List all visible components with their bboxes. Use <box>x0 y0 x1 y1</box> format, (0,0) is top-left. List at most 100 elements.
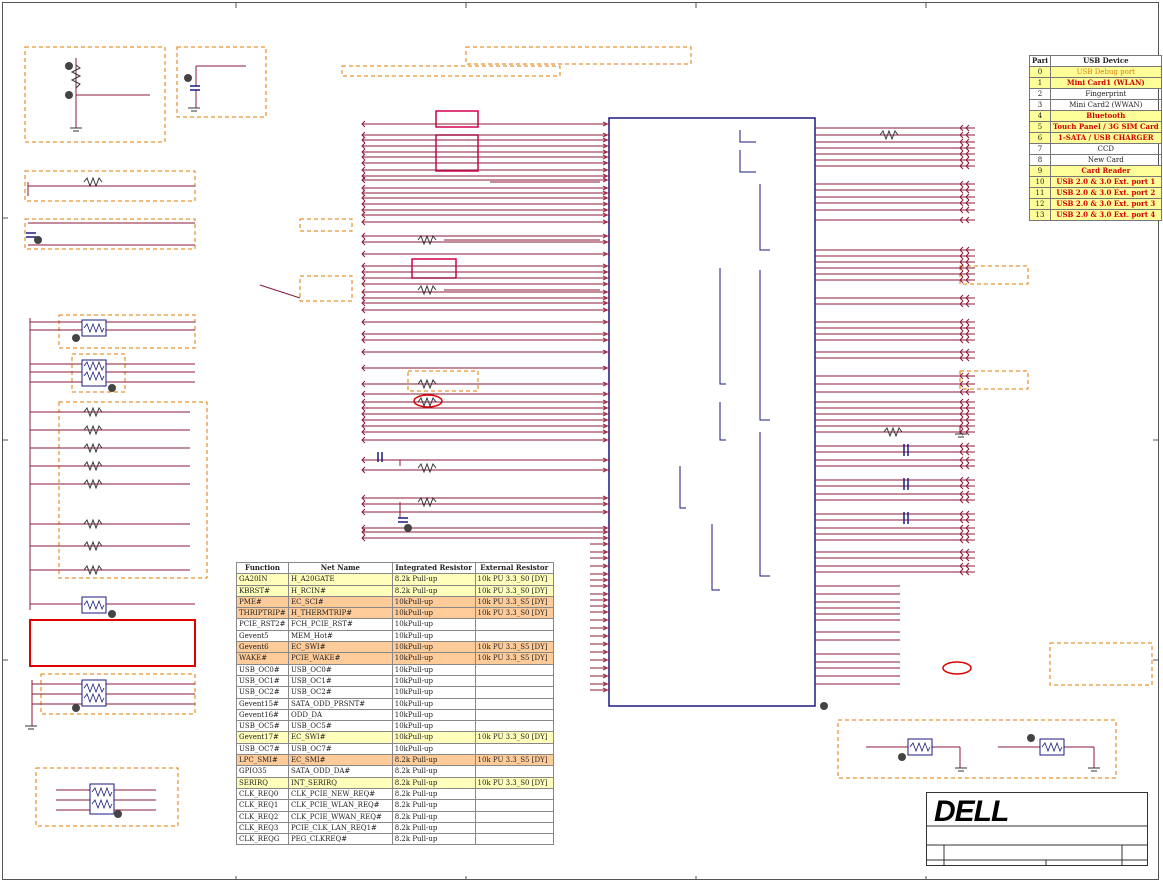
gpio-function: USB_OC1# <box>236 674 289 688</box>
gpio-net-name: H_RCIN# <box>287 584 393 597</box>
gpio-net-name: PCIE_CLK_LAN_REQ1# <box>287 821 393 835</box>
gpio-header-net: Net Name <box>287 561 393 575</box>
usb-device-name: USB Debug port <box>1049 66 1162 78</box>
gpio-net-name: USB_OC2# <box>287 686 393 699</box>
usb-port-number: 8 <box>1029 154 1051 166</box>
gpio-net-name: USB_OC5# <box>287 720 393 733</box>
gpio-function: Gevent16# <box>236 708 289 722</box>
chip-body <box>608 117 816 707</box>
gpio-net-name: SATA_ODD_PRSNT# <box>287 697 393 710</box>
gpio-net-name: EC_SCI# <box>287 595 393 609</box>
gpio-integrated-resistor: 10kPull-up <box>391 674 476 688</box>
gpio-function: KBRST# <box>236 584 289 597</box>
gpio-table-row: USB_OC1#USB_OC1#10kPull-up <box>236 674 555 688</box>
gpio-function: Gevent17# <box>236 731 289 744</box>
usb-device-name: Bluetooth <box>1049 110 1162 122</box>
gpio-net-name: FCH_PCIE_RST# <box>287 618 393 631</box>
title-block <box>926 792 1148 866</box>
ground-symbols <box>25 107 1100 772</box>
gpio-external-resistor <box>474 674 555 688</box>
gpio-header-integrated: Integrated Resistor <box>391 561 476 575</box>
usb-port-number: 2 <box>1029 88 1051 100</box>
gpio-net-name: PCIE_WAKE# <box>287 652 393 665</box>
gpio-function: CLK_REQ1 <box>236 799 289 812</box>
gpio-integrated-resistor: 10kPull-up <box>391 742 476 756</box>
gpio-integrated-resistor: 8.2k Pull-up <box>391 776 476 789</box>
gpio-integrated-resistor: 10kPull-up <box>391 731 476 744</box>
gpio-integrated-resistor: 10kPull-up <box>391 618 476 631</box>
gpio-external-resistor: 10k PU 3.3_S5 [DY] <box>474 754 555 767</box>
gpio-integrated-resistor: 10kPull-up <box>391 697 476 710</box>
gpio-net-name: CLK_PCIE_WLAN_REQ# <box>287 799 393 812</box>
gpio-net-name: EC_SWI# <box>287 731 393 744</box>
gpio-net-name: ODD_DA <box>287 708 393 722</box>
annotation-boxes <box>24 46 1153 827</box>
gpio-function: USB_OC2# <box>236 686 289 699</box>
gpio-integrated-resistor: 8.2k Pull-up <box>391 810 476 823</box>
gpio-integrated-resistor: 8.2k Pull-up <box>391 799 476 812</box>
gpio-function: THRIPTRIP# <box>236 607 289 620</box>
gpio-integrated-resistor: 10kPull-up <box>391 708 476 722</box>
gpio-integrated-resistor: 8.2k Pull-up <box>391 573 476 586</box>
usb-port-number: 11 <box>1029 187 1051 199</box>
gpio-integrated-resistor: 8.2k Pull-up <box>391 754 476 767</box>
gpio-integrated-resistor: 10kPull-up <box>391 629 476 643</box>
usb-device-name: USB 2.0 & 3.0 Ext. port 2 <box>1049 187 1162 199</box>
gpio-function: CLK_REQ2 <box>236 810 289 823</box>
gpio-table-row: USB_OC0#USB_OC0#10kPull-up <box>236 663 555 676</box>
usb-port-number: 0 <box>1029 66 1051 78</box>
capacitors <box>26 85 909 524</box>
gpio-integrated-resistor: 10kPull-up <box>391 595 476 609</box>
gpio-net-name: SATA_ODD_DA# <box>287 765 393 778</box>
gpio-external-resistor <box>474 686 555 699</box>
usb-device-name: USB 2.0 & 3.0 Ext. port 3 <box>1049 198 1162 210</box>
gpio-external-resistor <box>474 799 555 812</box>
gpio-net-name: H_THERMTRIP# <box>287 607 393 620</box>
gpio-function: CLK_REQG <box>236 833 289 846</box>
gpio-external-resistor <box>474 742 555 756</box>
gpio-external-resistor: 10k PU 3.3_S0 [DY] <box>474 607 555 620</box>
gpio-external-resistor <box>474 821 555 835</box>
gpio-function: GA20IN <box>236 573 289 586</box>
gpio-function: SERIRQ <box>236 776 289 789</box>
gpio-function: USB_OC0# <box>236 663 289 676</box>
gpio-net-name: PEG_CLKREQ# <box>287 833 393 846</box>
usb-device-name: New Card <box>1049 154 1162 166</box>
gpio-function: CLK_REQ3 <box>236 821 289 835</box>
gpio-external-resistor <box>474 697 555 710</box>
usb-device-name: USB 2.0 & 3.0 Ext. port 4 <box>1049 209 1162 221</box>
gpio-function: WAKE# <box>236 652 289 665</box>
gpio-header-external: External Resistor <box>474 561 555 575</box>
gpio-integrated-resistor: 8.2k Pull-up <box>391 787 476 801</box>
gpio-external-resistor: 10k PU 3.3_S0 [DY] <box>474 573 555 586</box>
usb-port-number: 10 <box>1029 176 1051 188</box>
gpio-external-resistor: 10k PU 3.3_S0 [DY] <box>474 584 555 597</box>
component-markers <box>34 62 1035 818</box>
gpio-integrated-resistor: 10kPull-up <box>391 663 476 676</box>
gpio-net-name: H_A20GATE <box>287 573 393 586</box>
gpio-table-row: USB_OC5#USB_OC5#10kPull-up <box>236 720 555 733</box>
gpio-net-name: INT_SERIRQ <box>287 776 393 789</box>
gpio-net-name: EC_SWI# <box>287 641 393 654</box>
gpio-external-resistor: 10k PU 3.3_S5 [DY] <box>474 652 555 665</box>
usb-device-name: CCD <box>1049 143 1162 155</box>
gpio-integrated-resistor: 8.2k Pull-up <box>391 821 476 835</box>
gpio-external-resistor <box>474 765 555 778</box>
